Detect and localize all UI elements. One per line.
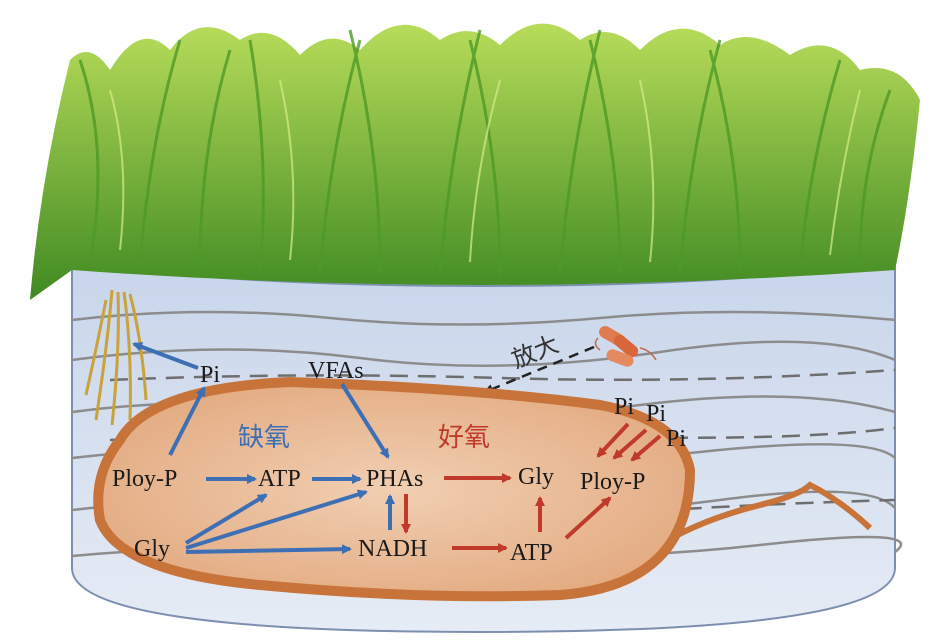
arrow-pi3-to-ployp — [630, 434, 662, 462]
node-phas: PHAs — [366, 466, 423, 492]
node-atp-left: ATP — [258, 466, 301, 492]
bacteria-cluster-icon — [594, 326, 657, 367]
anaerobic-label: 缺氧 — [238, 423, 290, 452]
zoom-arrow — [483, 345, 595, 394]
arrow-gly-to-phas — [185, 489, 368, 550]
node-gly-mid: Gly — [518, 464, 554, 490]
arrow-gly-to-nadh — [185, 544, 352, 555]
arrow-pi-to-root — [132, 342, 199, 370]
node-pi-left: Pi — [200, 362, 220, 388]
bacterium-body — [93, 376, 873, 602]
arrow-pi1-to-ployp — [596, 422, 630, 458]
node-pi-r2: Pi — [646, 401, 666, 427]
arrow-ployp-to-pi — [168, 386, 206, 456]
aerobic-label: 好氧 — [438, 423, 490, 452]
node-atp-right: ATP — [510, 540, 553, 566]
anaerobic-arrows — [132, 342, 395, 555]
grass-icon — [30, 23, 920, 301]
arrow-atp-to-ployp — [564, 496, 612, 540]
node-pi-r1: Pi — [614, 394, 634, 420]
node-ploy-p-right: Ploy-P — [580, 469, 645, 495]
node-vfas: VFAs — [308, 358, 364, 384]
arrow-vfas-to-phas — [340, 382, 390, 459]
node-nadh: NADH — [358, 536, 427, 562]
node-pi-r3: Pi — [666, 426, 686, 452]
arrow-pi2-to-ployp — [612, 428, 648, 460]
node-ploy-p-left: Ploy-P — [112, 466, 177, 492]
arrow-gly-to-atp — [184, 493, 268, 545]
node-gly-left: Gly — [134, 536, 170, 562]
aerobic-arrows — [401, 422, 662, 553]
